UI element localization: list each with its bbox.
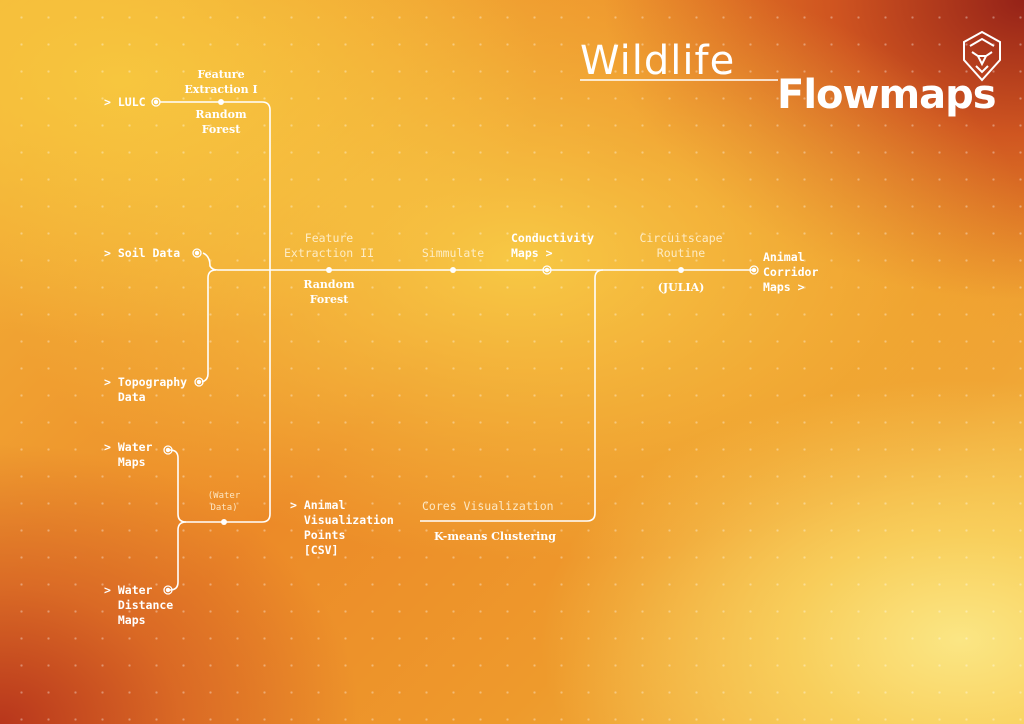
input-soil-data: > Soil Data [104,246,181,260]
animal-corridor-maps: Animal Corridor Maps > [763,250,819,294]
fe2-method: Random Forest [303,278,355,306]
input-animal-points: > Animal Visualization Points [CSV] [290,498,394,557]
input-water-distance: > Water Distance Maps [104,583,174,627]
node-simulate [450,267,456,273]
fe2-title: Feature Extraction II [283,231,374,260]
node-circuitscape [678,267,684,273]
input-lulc: > LULC [104,95,146,109]
input-water-maps: > Water Maps [104,440,153,469]
title-flowmaps: Flowmaps [777,72,997,118]
simulate-label: Simmulate [421,246,485,260]
title-wildlife: Wildlife [580,38,736,84]
fe1-title: Feature Extraction I [184,68,258,96]
lulc-connector [160,101,271,523]
cores-visualization-label: Cores Visualization [422,499,554,513]
topography-connector [201,269,217,383]
kmeans-label: K-means Clustering [434,530,556,543]
water-data-label: (Water Data) [207,491,241,513]
node-fe2 [326,267,332,273]
lion-shield-icon [963,30,1001,82]
node-water-data [221,519,227,525]
node-fe1 [218,99,224,105]
julia-label: (JULIA) [657,281,705,294]
input-topography: > Topography Data [104,375,188,404]
ring-nodes [151,97,759,595]
circuitscape-label: Circuitscape Routine [639,231,723,260]
cores-connector [420,269,604,522]
fe1-method: Random Forest [195,108,247,136]
conductivity-maps: Conductivity Maps > [511,231,595,260]
water-distance-connector [169,521,187,591]
